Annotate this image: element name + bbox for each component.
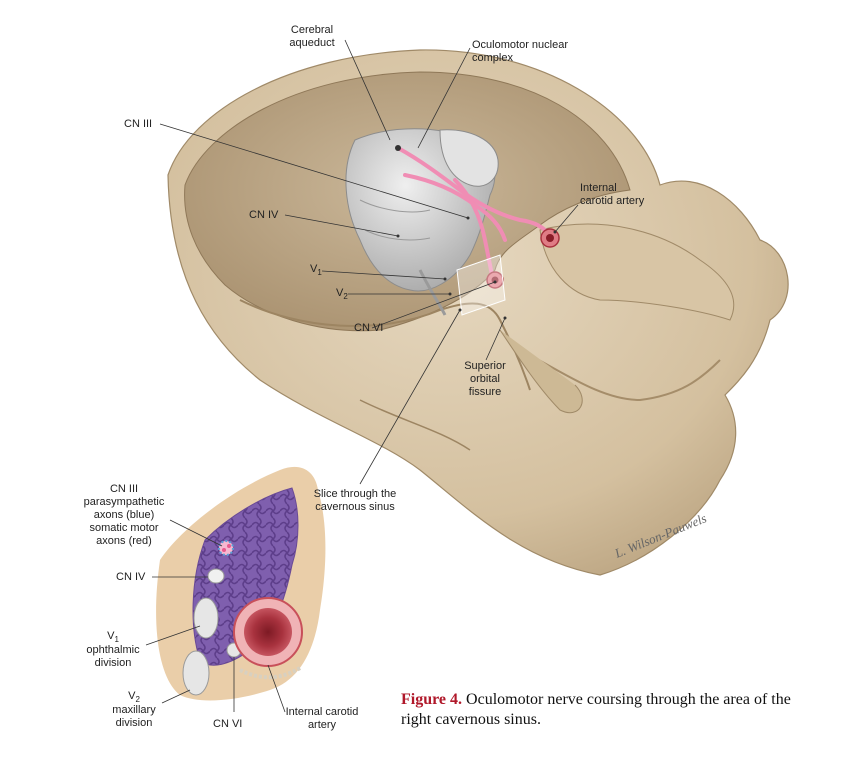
label-line: V1: [78, 630, 148, 644]
inset-label-v2: V2 maxillary division: [104, 690, 164, 730]
label-sub: 2: [343, 292, 348, 302]
label-sub: 2: [135, 695, 140, 705]
label-line: axons (red): [96, 535, 152, 547]
label-cn4: CN IV: [249, 209, 279, 221]
label-line: parasympathetic: [83, 496, 165, 508]
cn3-nerve-path: [396, 146, 552, 238]
label-line: maxillary: [112, 704, 156, 717]
label-line: Oculomotor nuclear: [472, 39, 568, 51]
label-line: V: [336, 287, 344, 299]
label-line: ophthalmic: [86, 644, 140, 657]
label-line: Cerebral: [290, 24, 334, 36]
label-line: Internal carotid: [285, 706, 359, 718]
label-sub: 1: [114, 635, 119, 645]
label-line: Internal: [580, 182, 617, 194]
label-line: orbital: [470, 373, 500, 385]
label-line: Superior: [464, 360, 506, 372]
label-line: cavernous sinus: [315, 501, 395, 513]
inset-cross-section: [156, 466, 326, 701]
label-base: V: [107, 630, 115, 642]
label-line: somatic motor: [89, 522, 159, 534]
label-line: axons (blue): [93, 509, 155, 521]
label-internal-carotid: Internal carotid artery: [580, 182, 644, 208]
figure-caption: Figure 4. Oculomotor nerve coursing thro…: [401, 690, 821, 730]
inset-label-cn3: CN III parasympathetic axons (blue) soma…: [74, 483, 174, 548]
label-v1: V1: [310, 263, 322, 277]
inset-label-cn6: CN VI: [213, 718, 243, 730]
label-cerebral-aqueduct: Cerebral aqueduct: [282, 24, 342, 50]
label-line: Slice through the: [313, 488, 397, 500]
label-line: division: [115, 717, 153, 730]
figure-number: Figure 4.: [401, 691, 463, 708]
label-line: CN III: [109, 483, 139, 495]
label-line: artery: [307, 719, 337, 731]
inset-label-v1: V1 ophthalmic division: [78, 630, 148, 670]
label-cn3: CN III: [124, 118, 153, 130]
leader-lines: [145, 39, 579, 713]
label-sub: 1: [317, 268, 322, 278]
label-line: aqueduct: [289, 37, 335, 49]
inset-label-internal-carotid: Internal carotid artery: [272, 706, 372, 732]
label-slice: Slice through the cavernous sinus: [300, 488, 410, 514]
label-line: fissure: [468, 386, 502, 398]
caption-text: Oculomotor nerve coursing through the ar…: [401, 691, 791, 728]
label-base: V: [128, 690, 136, 702]
label-line: carotid artery: [580, 195, 645, 207]
label-oculomotor-complex: Oculomotor nuclear complex: [472, 39, 568, 65]
slice-plane: [456, 254, 506, 316]
inset-label-cn4: CN IV: [116, 571, 146, 583]
label-cn6: CN VI: [354, 322, 384, 334]
label-line: V: [310, 263, 318, 275]
internal-carotid-rings: [486, 228, 560, 289]
label-line: V2: [104, 690, 164, 704]
label-v2: V2: [336, 287, 348, 301]
label-line: division: [94, 657, 132, 670]
label-line: complex: [472, 52, 513, 64]
label-superior-orbital-fissure: Superior orbital fissure: [455, 360, 515, 399]
